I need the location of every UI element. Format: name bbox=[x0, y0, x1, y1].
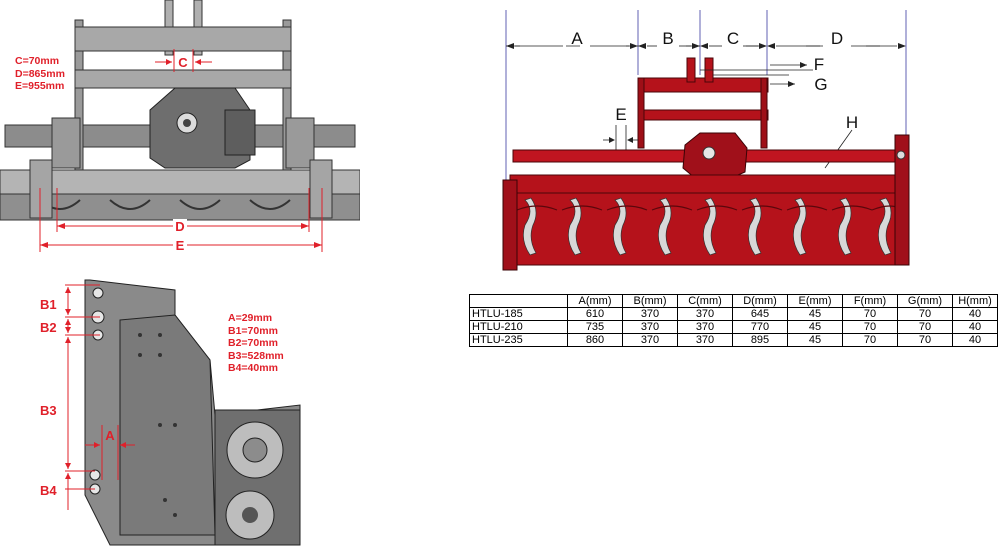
spec-d: D=865mm bbox=[15, 67, 65, 80]
label-b4: B4 bbox=[40, 483, 57, 498]
spec-a: A=29mm bbox=[228, 312, 273, 324]
table-header-cell: F(mm) bbox=[842, 294, 898, 308]
table-header-cell: G(mm) bbox=[897, 294, 953, 308]
spec-c: C=70mm bbox=[15, 55, 60, 67]
table-cell: 610 bbox=[567, 307, 623, 321]
label-e: E bbox=[176, 238, 185, 253]
table-cell: 70 bbox=[897, 333, 953, 347]
table-header-row: A(mm) B(mm) C(mm) D(mm) E(mm) F(mm) G(mm… bbox=[469, 294, 998, 308]
bottom-left-drawing: B1 B2 B3 B4 A A=29mm B1=70mm B2=70mm B3=… bbox=[0, 275, 360, 555]
table-header-cell: E(mm) bbox=[787, 294, 843, 308]
table-cell: 45 bbox=[787, 307, 843, 321]
table-cell: 645 bbox=[732, 307, 788, 321]
spec-b1: B1=70mm bbox=[228, 324, 278, 337]
table-cell: 370 bbox=[622, 333, 678, 347]
table-cell: 370 bbox=[677, 307, 733, 321]
right-drawing: A B C D F G E H bbox=[495, 0, 920, 280]
spec-b4: B4=40mm bbox=[228, 362, 278, 374]
right-label-e: E bbox=[615, 105, 626, 124]
table-cell: 40 bbox=[952, 333, 998, 347]
label-a: A bbox=[105, 428, 115, 443]
label-b1: B1 bbox=[40, 297, 57, 312]
right-label-b: B bbox=[662, 29, 673, 48]
label-b3: B3 bbox=[40, 403, 57, 418]
spec-table: A(mm) B(mm) C(mm) D(mm) E(mm) F(mm) G(mm… bbox=[469, 294, 998, 347]
table-cell: 40 bbox=[952, 320, 998, 334]
table-cell: 45 bbox=[787, 333, 843, 347]
top-left-drawing: C D E C=70mm D=865mm E=955mm bbox=[0, 0, 361, 260]
label-c: C bbox=[178, 55, 188, 70]
table-cell: 45 bbox=[787, 320, 843, 334]
spec-list-bottom-left: A=29mm B1=70mm B2=70mm B3=528mm B4=40mm bbox=[228, 312, 284, 375]
spec-e: E=955mm bbox=[15, 80, 65, 92]
table-cell: 70 bbox=[842, 320, 898, 334]
table-cell: 370 bbox=[622, 320, 678, 334]
table-cell: 370 bbox=[622, 307, 678, 321]
spec-list-top-left: C=70mm D=865mm E=955mm bbox=[15, 55, 65, 93]
table-cell: HTLU-210 bbox=[469, 320, 568, 334]
table-cell: 770 bbox=[732, 320, 788, 334]
right-label-a: A bbox=[571, 29, 583, 48]
right-label-c: C bbox=[727, 29, 739, 48]
right-label-h: H bbox=[846, 113, 858, 132]
table-header-cell: C(mm) bbox=[677, 294, 733, 308]
front-view-illustration: C D E bbox=[0, 0, 361, 253]
right-label-f: F bbox=[814, 55, 824, 74]
table-cell: 40 bbox=[952, 307, 998, 321]
table-cell: 70 bbox=[897, 307, 953, 321]
table-row: HTLU-210 735 370 370 770 45 70 70 40 bbox=[469, 320, 998, 334]
table-cell: 370 bbox=[677, 333, 733, 347]
table-cell: 70 bbox=[842, 333, 898, 347]
right-label-d: D bbox=[831, 29, 843, 48]
table-cell: 895 bbox=[732, 333, 788, 347]
table-cell: 735 bbox=[567, 320, 623, 334]
table-cell: HTLU-235 bbox=[469, 333, 568, 347]
table-header-cell: H(mm) bbox=[952, 294, 998, 308]
spec-b2: B2=70mm bbox=[228, 337, 278, 349]
table-cell: 860 bbox=[567, 333, 623, 347]
table-header-cell: D(mm) bbox=[732, 294, 788, 308]
spec-b3: B3=528mm bbox=[228, 349, 284, 362]
table-cell: 370 bbox=[677, 320, 733, 334]
side-bracket-illustration: B1 B2 B3 B4 A bbox=[40, 279, 301, 546]
label-d: D bbox=[175, 219, 184, 234]
tiller-illustration: A B C D F G E H bbox=[502, 10, 910, 271]
table-cell: 70 bbox=[842, 307, 898, 321]
label-b2: B2 bbox=[40, 320, 57, 335]
table-row: HTLU-185 610 370 370 645 45 70 70 40 bbox=[469, 307, 998, 321]
table-cell: HTLU-185 bbox=[469, 307, 568, 321]
table-header-cell: A(mm) bbox=[567, 294, 623, 308]
table-header-cell: B(mm) bbox=[622, 294, 678, 308]
table-header-cell bbox=[469, 294, 568, 308]
table-row: HTLU-235 860 370 370 895 45 70 70 40 bbox=[469, 333, 998, 347]
table-cell: 70 bbox=[897, 320, 953, 334]
right-label-g: G bbox=[814, 75, 827, 94]
